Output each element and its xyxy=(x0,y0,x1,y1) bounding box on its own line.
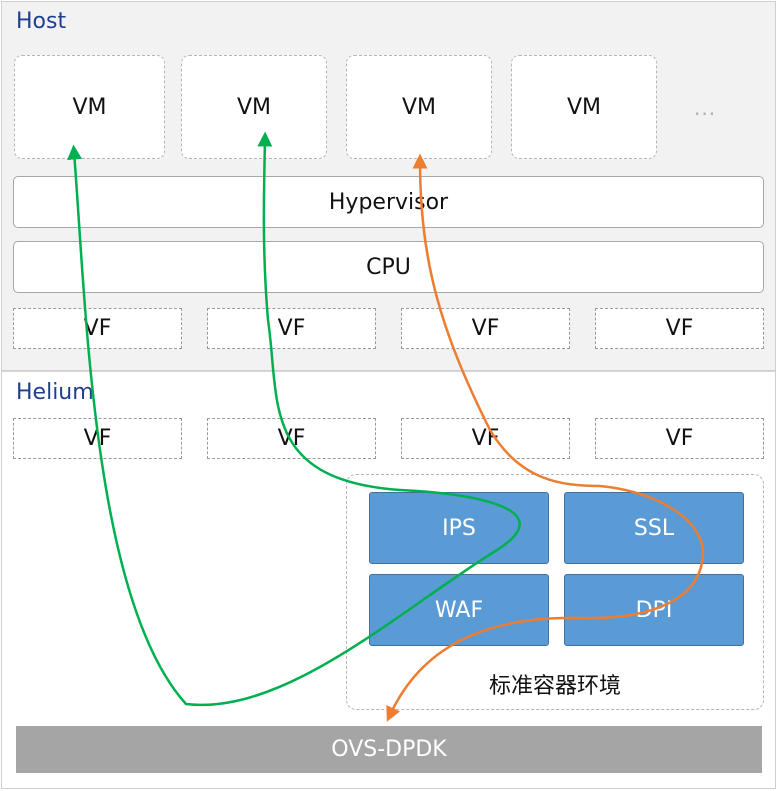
helium-vf-2[interactable]: VF xyxy=(207,418,376,459)
helium-vf-3[interactable]: VF xyxy=(401,418,570,459)
ips-module[interactable]: IPS xyxy=(369,492,549,564)
host-vf-3[interactable]: VF xyxy=(401,308,570,349)
vm-4[interactable]: VM xyxy=(511,55,657,159)
more-vms-ellipsis: ... xyxy=(694,96,717,120)
vm-3[interactable]: VM xyxy=(346,55,492,159)
dpi-module[interactable]: DPI xyxy=(564,574,744,646)
host-vf-1[interactable]: VF xyxy=(13,308,182,349)
vm-2[interactable]: VM xyxy=(181,55,327,159)
host-vf-2[interactable]: VF xyxy=(207,308,376,349)
ssl-module[interactable]: SSL xyxy=(564,492,744,564)
cpu-layer[interactable]: CPU xyxy=(13,241,764,293)
waf-module[interactable]: WAF xyxy=(369,574,549,646)
helium-label: Helium xyxy=(16,380,94,405)
host-label: Host xyxy=(16,9,67,34)
vm-1[interactable]: VM xyxy=(14,55,165,159)
ovs-dpdk-bar[interactable]: OVS-DPDK xyxy=(16,726,762,773)
host-vf-4[interactable]: VF xyxy=(595,308,764,349)
helium-vf-4[interactable]: VF xyxy=(595,418,764,459)
hypervisor-layer[interactable]: Hypervisor xyxy=(13,176,764,228)
helium-vf-1[interactable]: VF xyxy=(13,418,182,459)
container-environment-label: 标准容器环境 xyxy=(488,674,621,699)
